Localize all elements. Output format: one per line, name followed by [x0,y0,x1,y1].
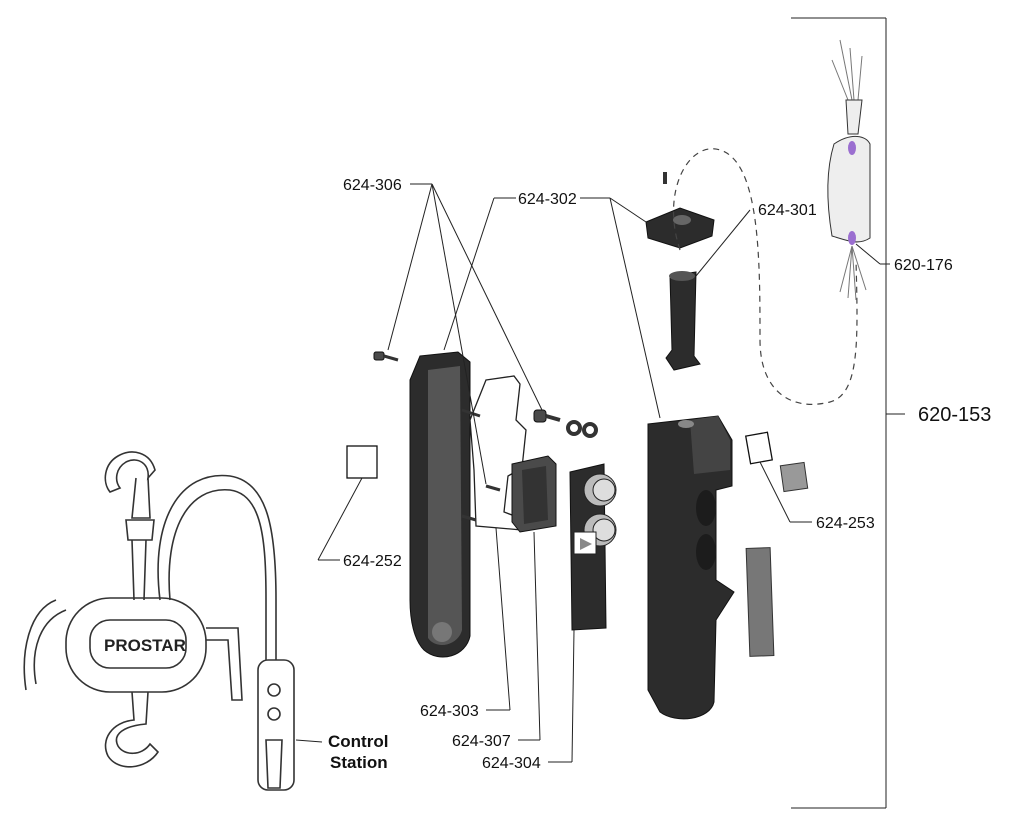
hoist-illustration: PROSTAR Control Station [23,451,388,791]
contact-block-307 [511,455,557,533]
back-housing-shell [409,351,471,658]
pendant-cable [672,148,858,405]
hoist-brand-label: PROSTAR [104,636,186,655]
assembly-bracket [791,17,905,809]
control-station-label-line2: Station [330,753,388,772]
label-624-252: 624-252 [343,553,402,570]
label-624-304: 624-304 [482,755,541,772]
front-housing [647,415,735,720]
label-plate-253 [744,431,809,657]
label-624-307: 624-307 [452,733,511,750]
screws-and-washers [461,408,598,522]
pushbutton-insert-304 [569,463,617,631]
label-624-301: 624-301 [758,202,817,219]
label-plate-252 [346,445,378,479]
control-station-label-line1: Control [328,732,388,751]
label-624-303: 624-303 [420,703,479,720]
strain-relief-301 [665,271,701,371]
label-624-253: 624-253 [816,515,875,532]
label-620-176: 620-176 [894,257,953,274]
top-cap-302 [645,172,715,249]
screw-left [373,351,399,362]
label-620-153: 620-153 [918,404,991,426]
label-624-306: 624-306 [343,177,402,194]
leader-lines [317,183,890,763]
gasket-303 [469,375,527,531]
strain-boot-176 [827,39,871,301]
label-624-302: 624-302 [518,191,577,208]
